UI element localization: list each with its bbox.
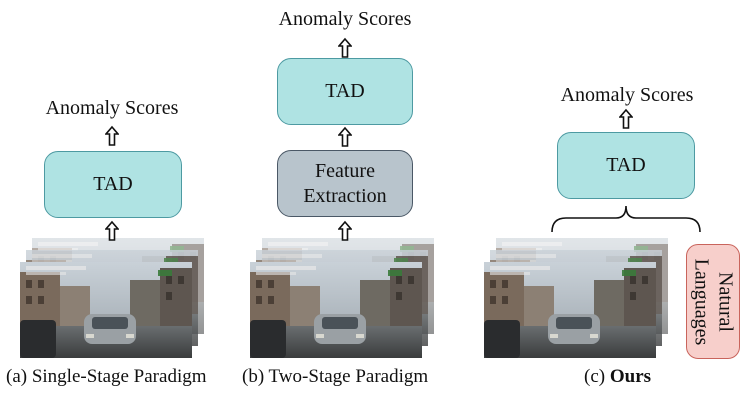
- arrow-up-icon: [338, 38, 352, 58]
- caption-a: (a) Single-Stage Paradigm: [6, 366, 207, 388]
- caption-a-text: (a) Single-Stage Paradigm: [6, 366, 207, 387]
- language-label-line1: Natural: [714, 271, 737, 332]
- feature-label-line2: Extraction: [303, 184, 387, 207]
- anomaly-scores-label-a: Anomaly Scores: [45, 97, 179, 119]
- natural-languages-label: Natural Languages: [689, 258, 737, 345]
- caption-c-bold: Ours: [609, 366, 652, 387]
- natural-languages-box: Natural Languages: [686, 244, 740, 359]
- curly-brace: [551, 205, 701, 233]
- arrow-up-icon: [338, 127, 352, 147]
- language-label-line2: Languages: [690, 258, 713, 345]
- arrow-up-icon: [105, 126, 119, 146]
- arrow-up-icon: [338, 221, 352, 241]
- video-frames-a: [20, 238, 204, 358]
- arrow-up-icon: [619, 109, 633, 129]
- arrow-up-icon: [105, 221, 119, 241]
- feature-extraction-box: Feature Extraction: [277, 150, 413, 217]
- video-frames-b: [250, 238, 434, 358]
- caption-b-text: (b) Two-Stage Paradigm: [242, 366, 429, 387]
- tad-box-b: TAD: [277, 58, 413, 125]
- caption-c: (c) Ours: [584, 366, 651, 388]
- video-frames-c: [484, 238, 668, 358]
- anomaly-scores-label-b: Anomaly Scores: [278, 8, 412, 30]
- caption-c-text: (c): [584, 366, 610, 387]
- anomaly-scores-label-c: Anomaly Scores: [560, 84, 694, 106]
- feature-label-line1: Feature: [315, 159, 375, 182]
- tad-box-c: TAD: [557, 132, 695, 199]
- caption-b: (b) Two-Stage Paradigm: [242, 366, 428, 388]
- tad-box-a: TAD: [44, 151, 182, 218]
